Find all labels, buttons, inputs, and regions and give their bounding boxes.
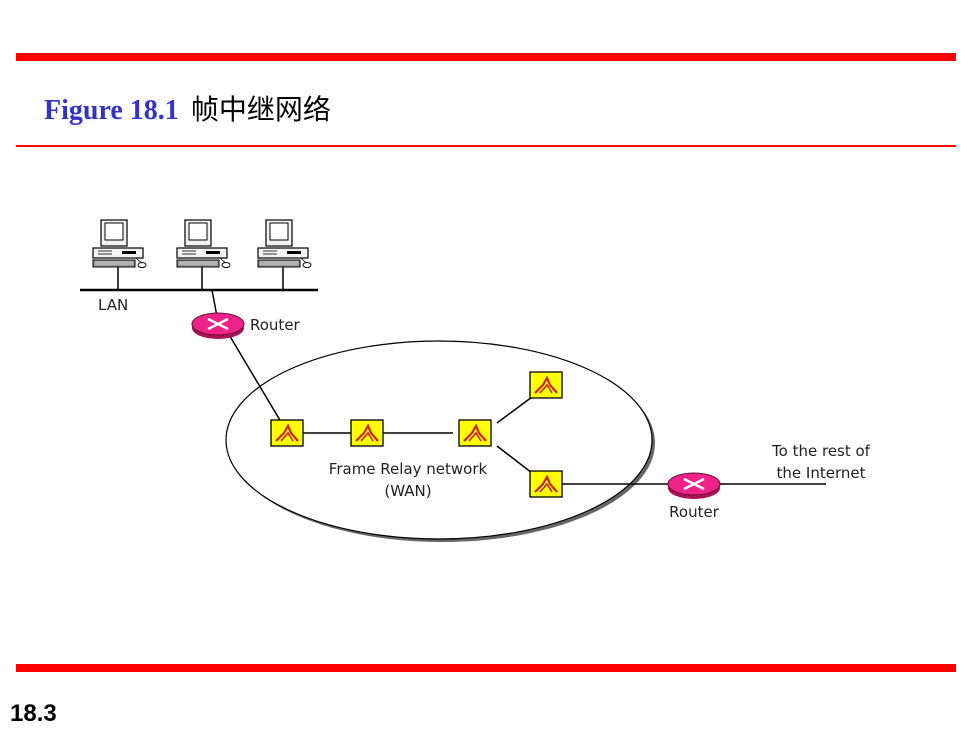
router-wan-link <box>227 332 288 433</box>
internet-label-line2: the Internet <box>777 464 866 482</box>
lan-label: LAN <box>98 296 128 314</box>
router-right-label: Router <box>669 503 720 521</box>
fr-switch-4 <box>528 370 564 400</box>
wan-link-3 <box>496 396 533 424</box>
lan-computer-2 <box>176 219 231 269</box>
network-label-line1: Frame Relay network <box>329 460 488 478</box>
title-underline <box>16 145 956 147</box>
lan-computer-1 <box>92 219 147 269</box>
page-number: 18.3 <box>10 700 57 727</box>
router-left-icon <box>190 311 246 341</box>
figure-caption: 帧中继网络 <box>190 93 331 126</box>
router-right-icon <box>666 471 722 501</box>
fr-switch-1 <box>269 418 305 448</box>
router-left-label: Router <box>250 316 301 334</box>
wan-link-4 <box>496 445 533 474</box>
fr-switch-3 <box>457 418 493 448</box>
slide-title: Figure 18.1 帧中继网络 <box>44 88 331 128</box>
fr-switch-2 <box>349 418 385 448</box>
figure-number: Figure 18.1 <box>44 95 179 126</box>
internet-label-line1: To the rest of <box>771 442 871 460</box>
network-label-line2: (WAN) <box>384 482 431 500</box>
fr-switch-5 <box>528 469 564 499</box>
top-red-bar <box>16 53 956 61</box>
lan-computer-3 <box>257 219 312 269</box>
bottom-red-bar <box>16 664 956 672</box>
